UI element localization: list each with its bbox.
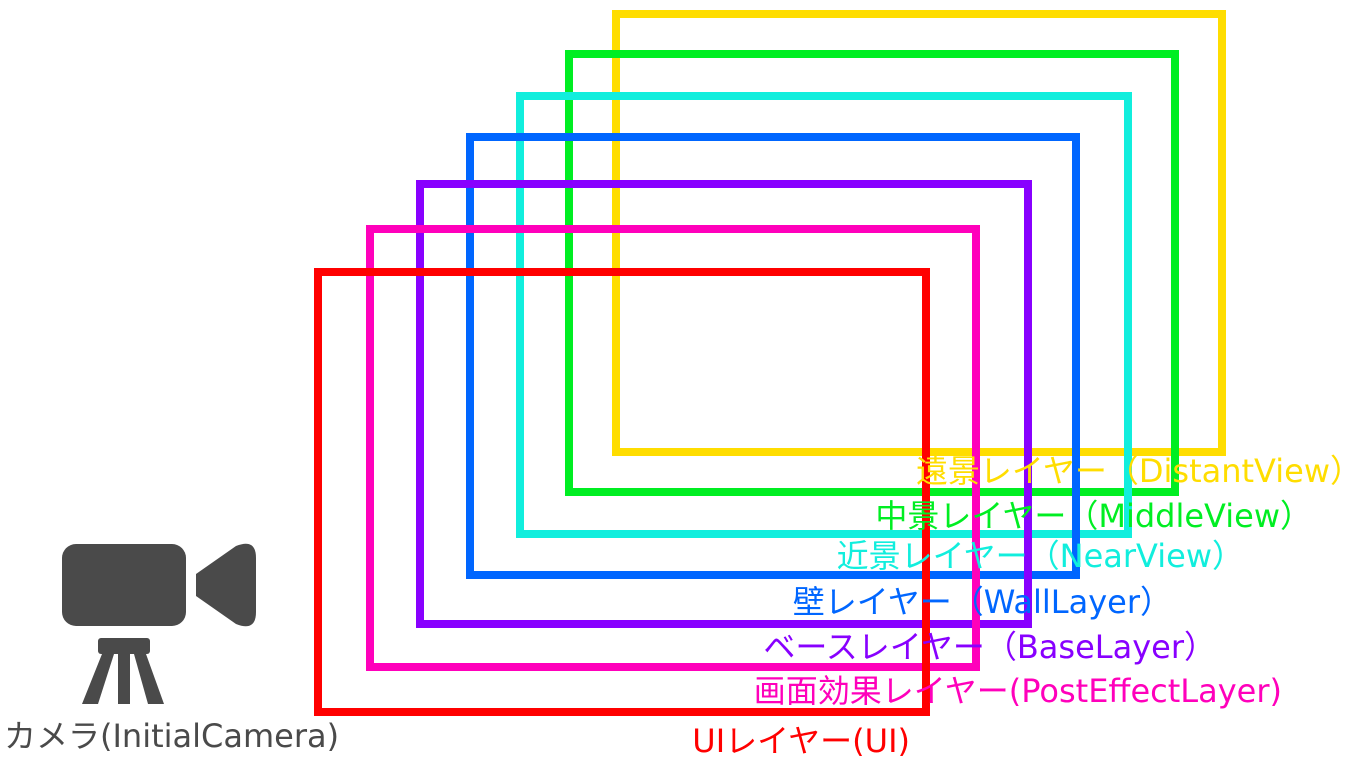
tripod-leg-right — [134, 654, 164, 704]
layer-label-distant: 遠景レイヤー（DistantView） — [915, 452, 1362, 490]
layer-frame-base — [416, 180, 1032, 628]
layer-label-base: ベースレイヤー（BaseLayer） — [763, 628, 1216, 666]
layer-frame-near — [516, 92, 1132, 538]
layer-label-wall: 壁レイヤー（WallLayer） — [792, 583, 1172, 621]
video-camera-on-tripod-icon — [58, 540, 258, 710]
layer-frame-ui — [314, 268, 930, 716]
tripod-leg-center — [118, 654, 130, 704]
camera-lens — [196, 543, 256, 627]
layer-frame-wall — [466, 133, 1080, 579]
layer-label-posteffect: 画面効果レイヤー(PostEffectLayer) — [753, 672, 1282, 710]
layer-frame-distant — [612, 10, 1226, 456]
camera-label: カメラ(InitialCamera) — [4, 717, 340, 755]
tripod-head — [98, 638, 150, 654]
layer-label-ui: UIレイヤー(UI) — [692, 722, 910, 760]
layer-frame-posteffect — [366, 225, 980, 671]
layer-label-near: 近景レイヤー（NearView） — [836, 537, 1244, 575]
camera-body — [62, 544, 186, 626]
layer-label-middle: 中景レイヤー（MiddleView） — [875, 497, 1312, 535]
tripod-leg-left — [82, 654, 114, 704]
